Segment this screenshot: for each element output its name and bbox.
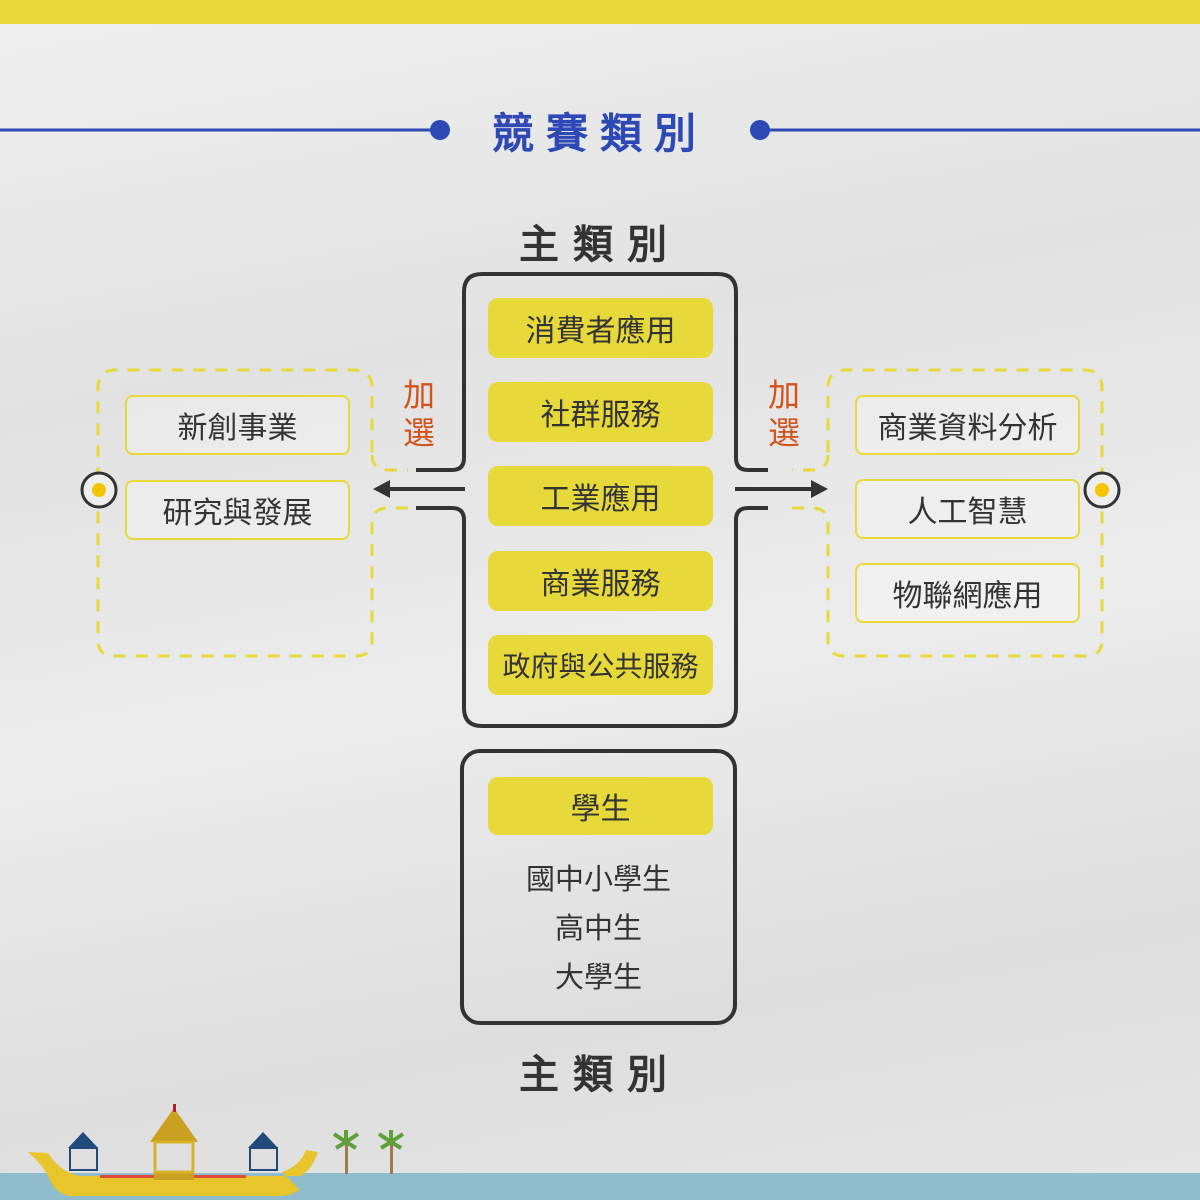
add-label-left: 加選 [402, 376, 435, 452]
right-node-dot [1095, 483, 1109, 497]
palm-tree [332, 1130, 360, 1174]
add-label-right: 加選 [767, 376, 800, 452]
option-business-analytics: 商業資料分析 [855, 395, 1080, 455]
arrow-left [373, 480, 390, 498]
right-optional-box [792, 368, 1104, 658]
main-box-top [416, 272, 768, 472]
category-government: 政府與公共服務 [488, 635, 713, 695]
main-heading: 主類別 [519, 222, 681, 268]
student-level: 高中生 [554, 911, 642, 945]
royal-barge-illustration [28, 1104, 405, 1196]
top-bar [0, 0, 1200, 24]
student-level: 大學生 [554, 960, 642, 994]
category-consumer: 消費者應用 [488, 298, 713, 358]
student-level: 國中小學生 [525, 862, 671, 896]
category-industry: 工業應用 [488, 466, 713, 526]
pavilion-roof [150, 1108, 198, 1142]
option-iot: 物聯網應用 [855, 563, 1080, 623]
student-label: 學生 [488, 777, 713, 835]
main-box-bottom [416, 506, 768, 728]
option-ai: 人工智慧 [855, 479, 1080, 539]
page-title: 競賽類別 [491, 109, 708, 158]
category-social: 社群服務 [488, 382, 713, 442]
left-optional-box [96, 368, 408, 658]
left-node-dot [92, 483, 106, 497]
option-startup: 新創事業 [125, 395, 350, 455]
boat-hull [28, 1150, 318, 1196]
title-dot-left [430, 120, 450, 140]
palm-tree [377, 1130, 405, 1174]
bottom-heading: 主類別 [519, 1052, 681, 1098]
category-business: 商業服務 [488, 551, 713, 611]
option-research: 研究與發展 [125, 480, 350, 540]
student-box [460, 749, 737, 1025]
arrow-right [811, 480, 828, 498]
